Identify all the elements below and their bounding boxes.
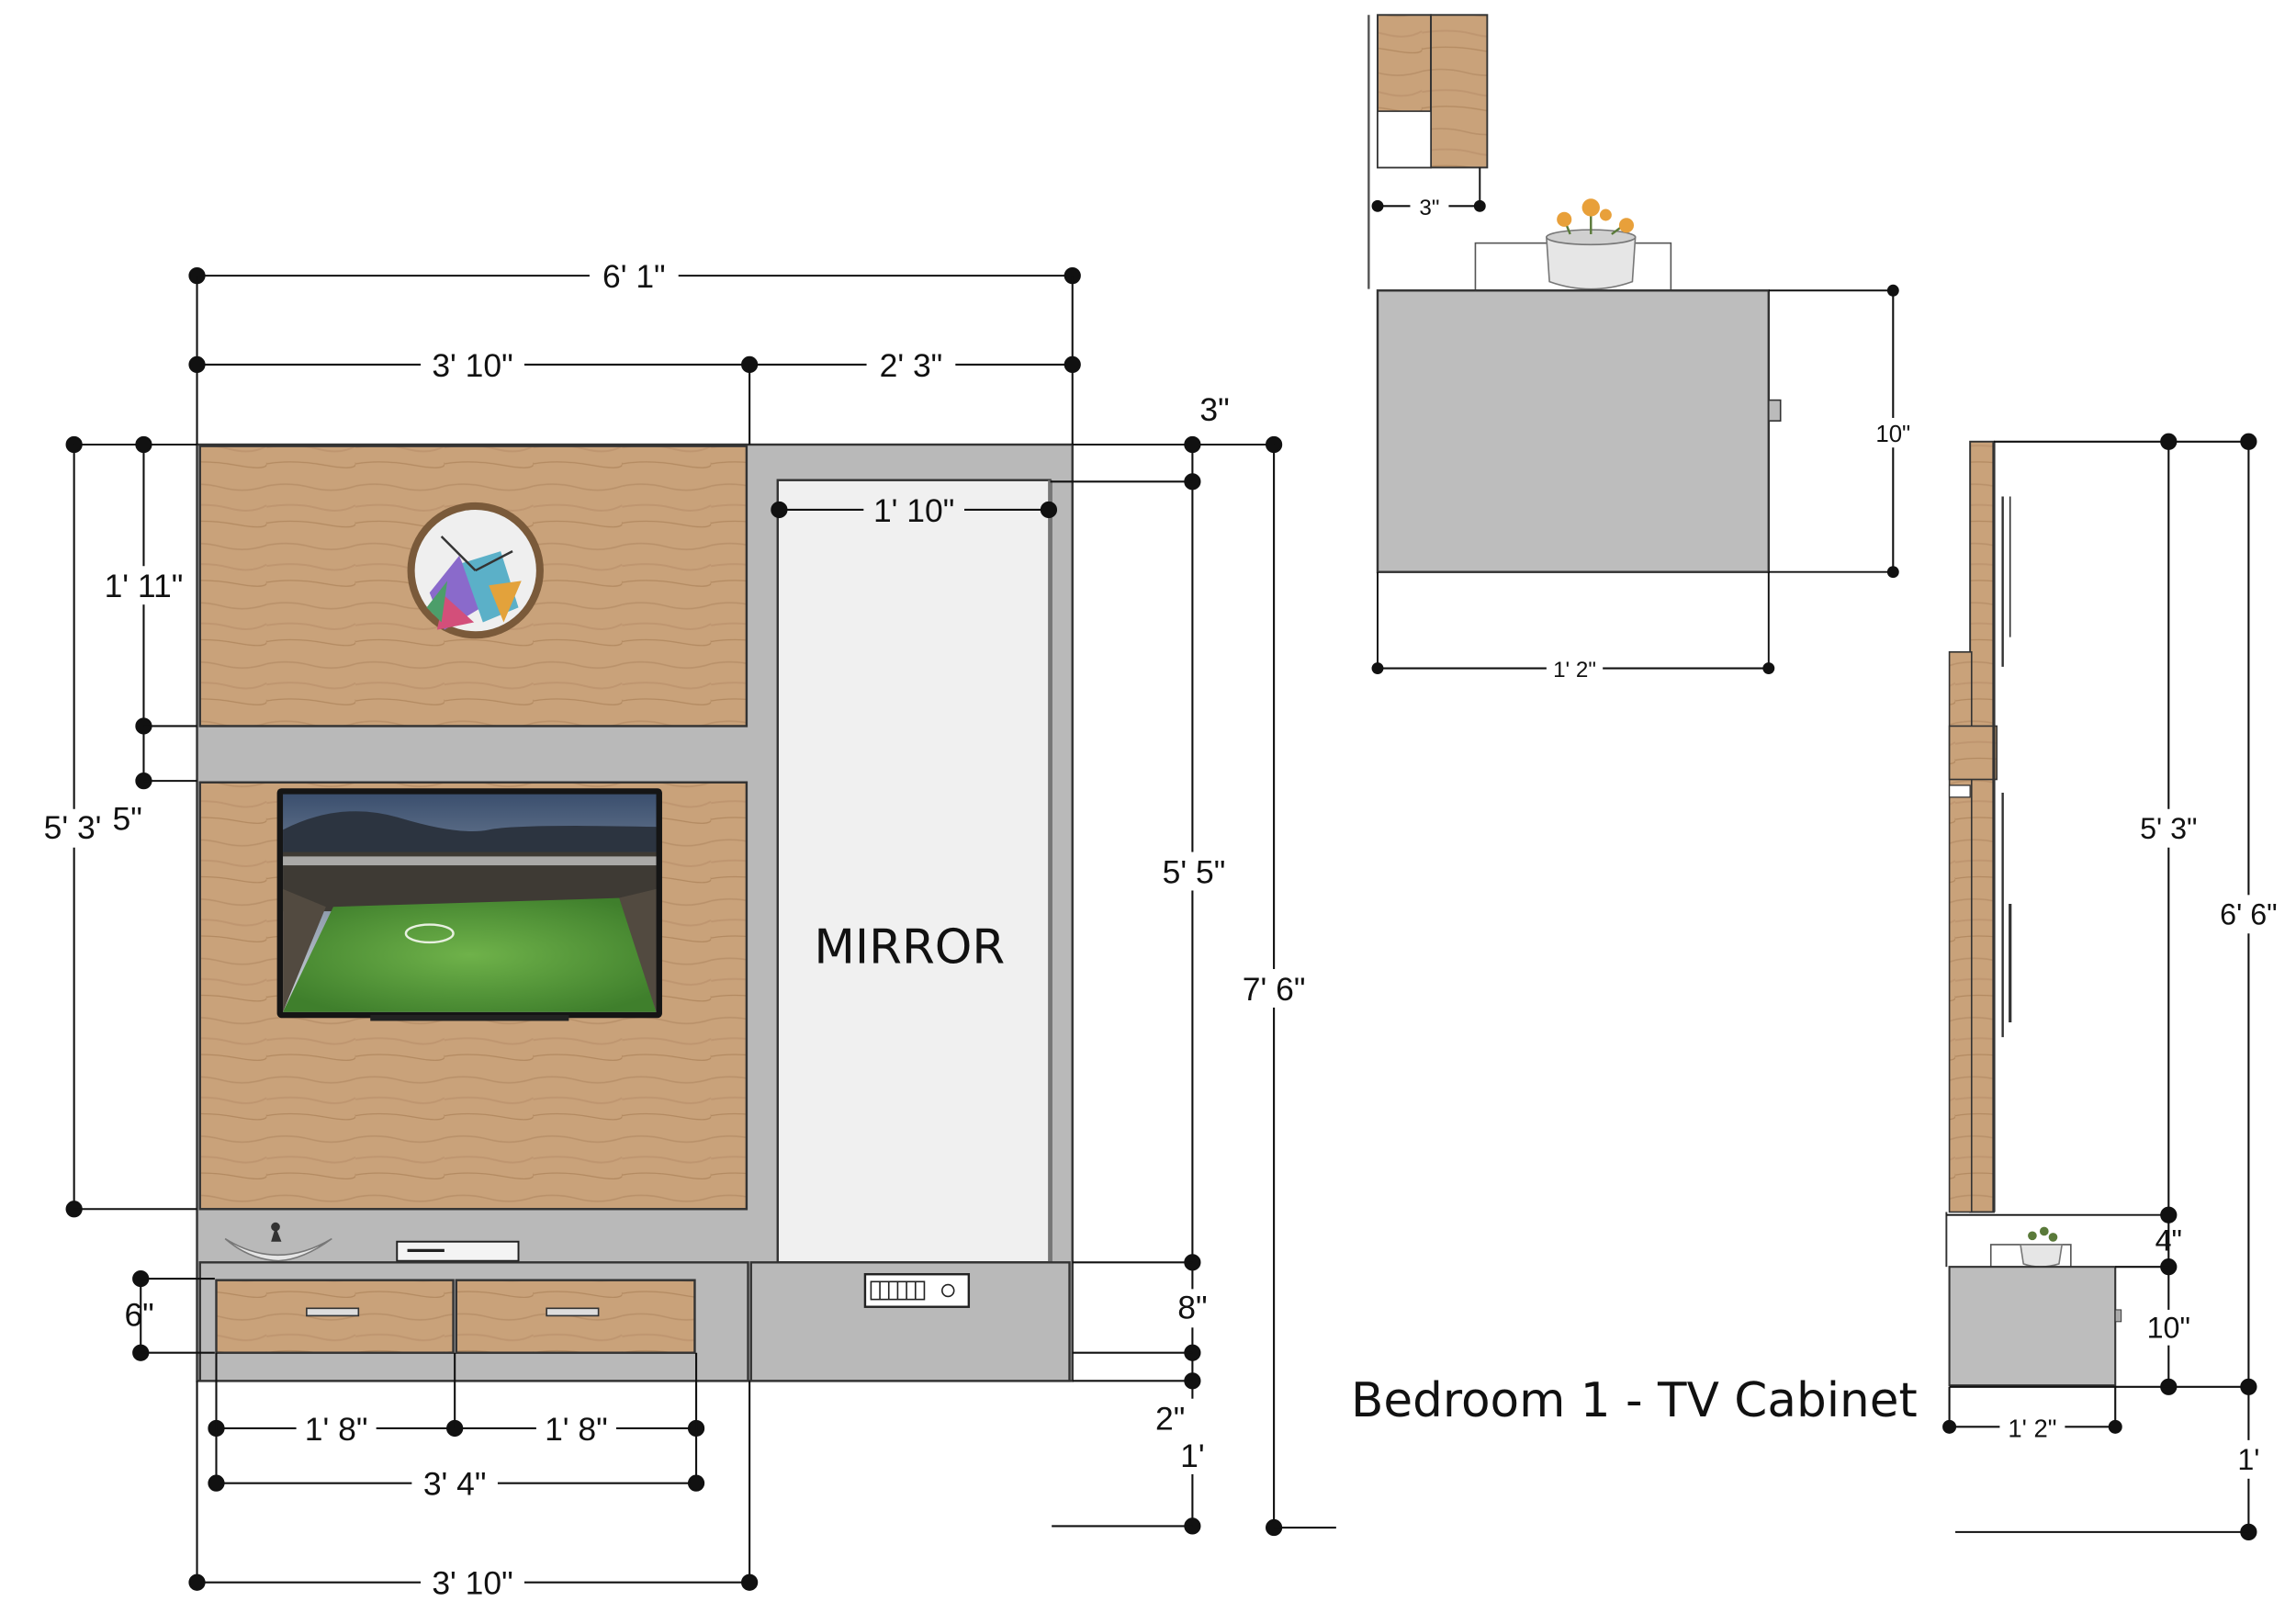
drawing-title: Bedroom 1 - TV Cabinet xyxy=(1351,1373,1918,1428)
dim-frame-thickness: 3" xyxy=(1199,391,1229,428)
dim-plan-depth: 10" xyxy=(1875,422,1910,447)
dim-mirror-height: 5' 5" xyxy=(1163,853,1226,890)
dim-right-width: 2' 3" xyxy=(880,347,943,384)
drawer-handle-left xyxy=(306,1307,360,1317)
dim-base-height: 8" xyxy=(1177,1290,1207,1326)
drawer-handle-right xyxy=(546,1307,600,1317)
dim-drawers-total: 3' 4" xyxy=(423,1466,487,1503)
mirror-label: MIRROR xyxy=(814,920,1005,976)
dim-upper-panel: 1' 11" xyxy=(105,568,184,604)
dim-base-gap: 2" xyxy=(1155,1401,1185,1438)
dim-overall-width: 6' 1" xyxy=(602,258,666,295)
dim-plan-width: 1' 2" xyxy=(1553,658,1596,682)
switch-board-icon xyxy=(863,1273,971,1308)
dim-total-height: 7' 6" xyxy=(1243,971,1306,1008)
side-base-unit xyxy=(1948,1266,2117,1387)
dim-base-width: 3' 10" xyxy=(432,1565,512,1602)
plant-pot-icon xyxy=(1474,198,1672,292)
mirror-panel xyxy=(776,479,1052,1264)
side-panel-back xyxy=(1969,440,1995,1213)
dim-side-floor-gap: 1' xyxy=(2237,1443,2259,1476)
drawer-left xyxy=(215,1279,455,1354)
drawer-right xyxy=(455,1279,696,1354)
dim-left-width: 3' 10" xyxy=(432,347,512,384)
dim-side-total-height: 6' 6" xyxy=(2220,898,2277,931)
dim-side-base-height: 10" xyxy=(2147,1312,2190,1345)
dim-side-gap: 4" xyxy=(2155,1224,2182,1257)
dim-side-panel-height: 5' 3" xyxy=(2140,812,2197,845)
set-top-box-icon xyxy=(396,1240,520,1262)
dim-mirror-width: 1' 10" xyxy=(873,492,954,529)
front-elevation: MIRROR xyxy=(196,443,1074,1382)
decor-bowl-icon xyxy=(224,1222,332,1262)
dim-floor-gap: 1' xyxy=(1180,1438,1205,1474)
side-plant-pot-icon xyxy=(1989,1226,2072,1268)
dim-drawer-1: 1' 8" xyxy=(305,1411,368,1448)
wall-clock-icon xyxy=(407,502,544,639)
dim-drawer-2: 1' 8" xyxy=(545,1411,608,1448)
dim-drawer-height: 6" xyxy=(124,1297,153,1334)
dim-panel-total: 5' 3' xyxy=(44,809,102,846)
dim-shelf-gap: 5" xyxy=(113,800,142,837)
dim-side-base-width: 1' 2" xyxy=(2008,1415,2056,1443)
television-screen xyxy=(276,788,662,1021)
plan-view: 3" 10" 1' 2" xyxy=(1367,14,1914,682)
plan-cabinet-body xyxy=(1376,289,1771,573)
side-elevation: 5' 3" 6' 6" 4" 10" 1' 1' 2" xyxy=(1942,433,2285,1540)
front-dimension-labels: 6' 1" 3' 10" 2' 3" 1' 10" 3" 1' 11" 5" 5… xyxy=(37,257,1313,1602)
dim-plan-thickness: 3" xyxy=(1419,196,1439,220)
